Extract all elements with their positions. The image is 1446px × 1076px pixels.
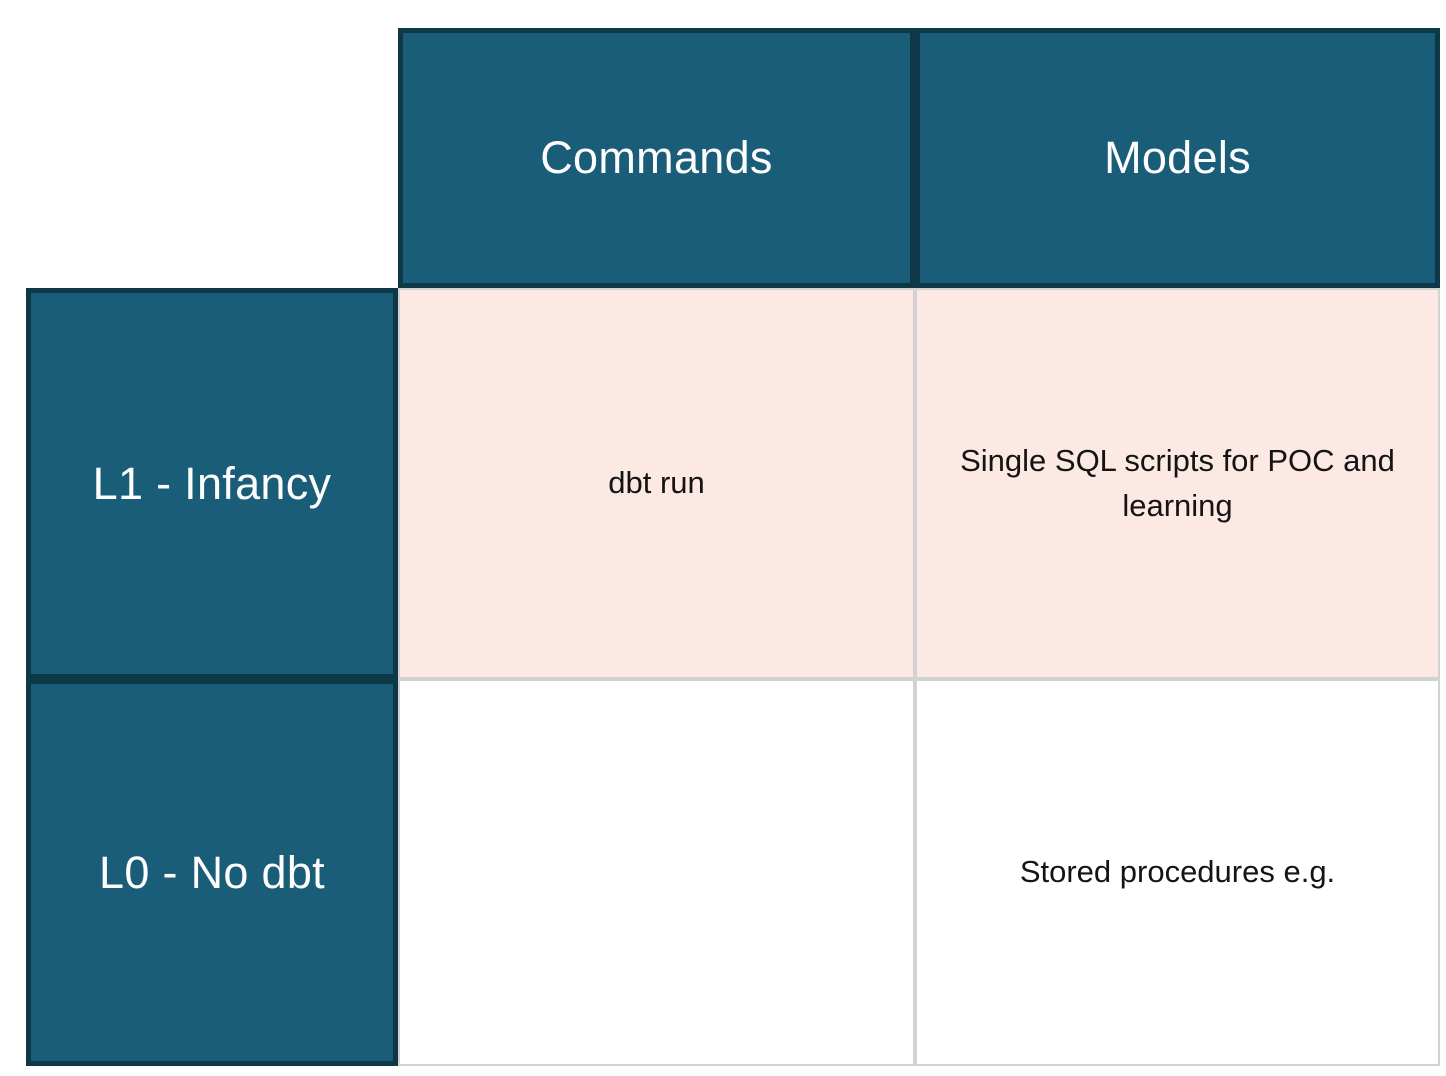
cell-l0-commands [398, 679, 915, 1066]
cell-l1-commands: dbt run [398, 288, 915, 679]
column-header-models: Models [915, 28, 1440, 288]
cell-l1-models-text: Single SQL scripts for POC and learning [960, 442, 1395, 523]
column-header-commands: Commands [398, 28, 915, 288]
column-header-commands-label: Commands [540, 132, 773, 184]
row-header-l1-infancy-label: L1 - Infancy [92, 457, 332, 509]
row-header-l0-no-dbt: L0 - No dbt [26, 679, 398, 1066]
row-header-l0-no-dbt-label: L0 - No dbt [99, 846, 325, 898]
cell-l0-models: Stored procedures e.g. [915, 679, 1440, 1066]
maturity-matrix-table: Commands Models L1 - Infancy dbt run Sin… [26, 28, 1440, 1066]
cell-l0-models-text: Stored procedures e.g. [1019, 854, 1336, 890]
cell-l1-commands-text: dbt run [608, 465, 705, 501]
column-header-models-label: Models [1104, 132, 1251, 184]
cell-l1-models: Single SQL scripts for POC and learning [915, 288, 1440, 679]
row-header-l1-infancy: L1 - Infancy [26, 288, 398, 679]
empty-corner-cell [26, 28, 398, 288]
